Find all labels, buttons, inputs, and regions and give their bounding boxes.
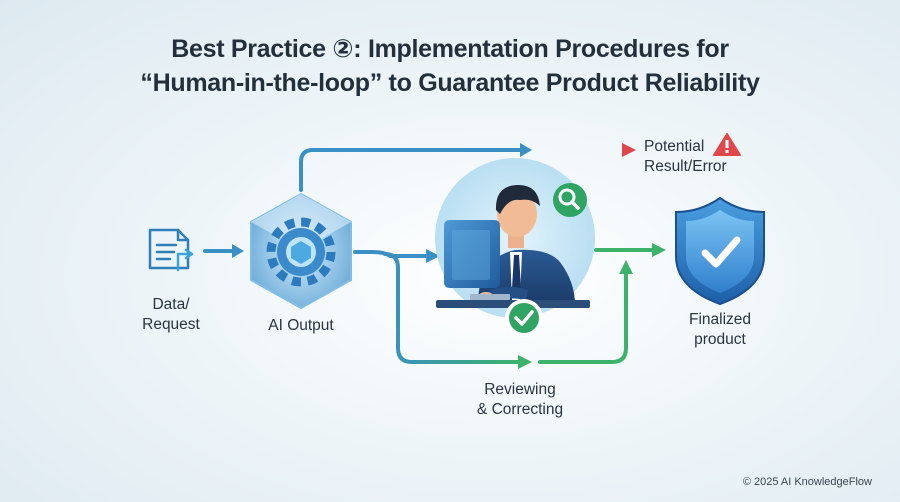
title-line-2: “Human-in-the-loop” to Guarantee Product… <box>140 69 760 97</box>
label-finalized-line1: Finalized <box>688 311 752 328</box>
person-at-computer-icon <box>435 158 595 337</box>
label-potential-error: Potential Result/Error <box>644 137 764 177</box>
label-potential-line1: Potential <box>644 138 705 155</box>
page-title: Best Practice ②: Implementation Procedur… <box>0 32 900 100</box>
label-data-request-line1: Data/ <box>152 296 190 313</box>
label-data-request: Data/ Request <box>126 295 216 335</box>
arrow-reviewer-to-finalized <box>594 243 666 257</box>
label-finalized: Finalized product <box>668 310 772 350</box>
warning-triangle-icon <box>713 133 741 156</box>
label-reviewing-line1: Reviewing <box>484 381 556 398</box>
title-line-1: Best Practice ②: Implementation Procedur… <box>171 35 729 63</box>
label-ai-output: AI Output <box>246 316 356 336</box>
shield-check-icon <box>675 196 765 306</box>
arrow-review-loop <box>383 252 633 369</box>
label-reviewing: Reviewing & Correcting <box>460 380 580 420</box>
arrow-ai-to-potential <box>299 143 636 192</box>
label-reviewing-line2: & Correcting <box>476 401 564 418</box>
gear-cube-icon <box>250 192 352 310</box>
label-finalized-line2: product <box>694 331 746 348</box>
copyright-text: © 2025 AI KnowledgeFlow <box>742 476 872 488</box>
document-arrow-icon <box>148 228 194 272</box>
label-data-request-line2: Request <box>142 316 200 333</box>
label-ai-output-line1: AI Output <box>268 317 334 334</box>
arrow-data-to-ai <box>203 244 244 258</box>
label-potential-line2: Result/Error <box>644 158 727 175</box>
